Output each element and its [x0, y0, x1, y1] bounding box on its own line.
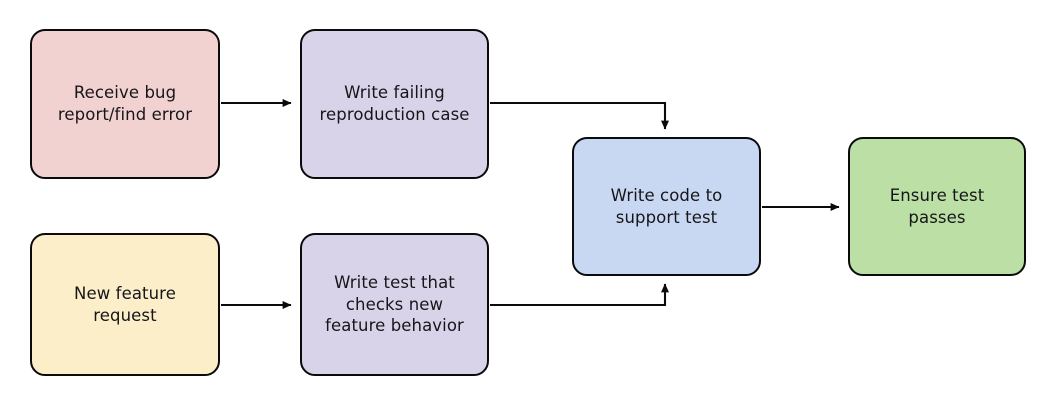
node-write-test-checks-new-feature[interactable]: Write test that checks new feature behav… — [300, 233, 489, 376]
node-write-code-support-test[interactable]: Write code to support test — [572, 137, 761, 276]
node-new-feature-request[interactable]: New feature request — [30, 233, 220, 376]
node-write-failing-reproduction-case[interactable]: Write failing reproduction case — [300, 29, 489, 179]
node-label-write-code-support-test: Write code to support test — [610, 185, 723, 227]
node-ensure-test-passes[interactable]: Ensure test passes — [848, 137, 1026, 276]
node-label-write-test-checks-new-feature: Write test that checks new feature behav… — [325, 272, 464, 336]
edge-test-to-code — [490, 283, 669, 307]
node-label-new-feature-request: New feature request — [74, 283, 176, 325]
node-label-write-failing-reproduction-case: Write failing reproduction case — [319, 83, 470, 124]
node-label-ensure-test-passes: Ensure test passes — [889, 185, 985, 227]
edge-repro-to-code — [490, 101, 669, 130]
node-label-receive-bug-report: Receive bug report/find error — [57, 83, 193, 124]
node-receive-bug-report[interactable]: Receive bug report/find error — [30, 29, 220, 179]
